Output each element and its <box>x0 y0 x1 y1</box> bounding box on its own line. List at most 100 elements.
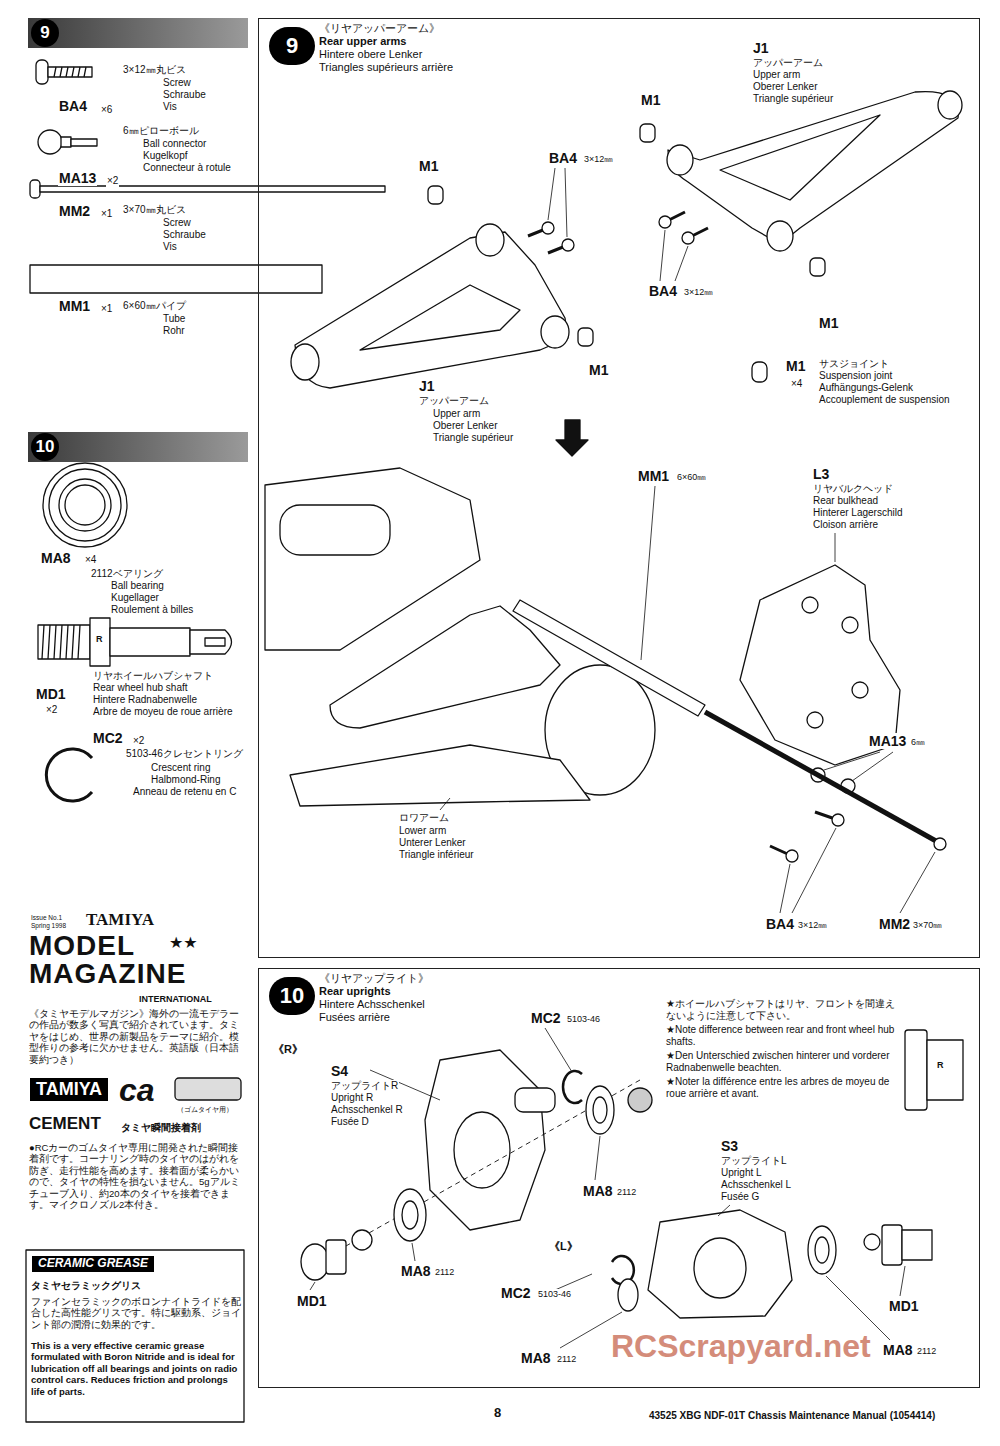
step-title: Hintere Achsschenkel <box>319 998 429 1011</box>
step-bar: 10 <box>28 432 248 462</box>
part-code: MC2 <box>92 730 124 746</box>
part-name: Crescent ring <box>150 762 211 774</box>
part-name: Screw <box>162 217 192 229</box>
part-name: Suspension joint <box>818 370 893 382</box>
part-name: 6㎜ピローボール <box>122 125 200 137</box>
part-name: Achsschenkel L <box>720 1179 792 1191</box>
step-number-text: 9 <box>269 27 315 65</box>
part-mark: R <box>95 634 104 644</box>
part-name: Screw <box>162 77 192 89</box>
part-name: Upper arm <box>432 408 481 420</box>
part-code: MA8 <box>582 1183 614 1199</box>
part-name: リヤバルクヘッド <box>812 483 894 495</box>
part-name: 3×12㎜丸ビス <box>122 64 187 76</box>
step-title: Rear uprights <box>319 985 429 998</box>
part-name: Oberer Lenker <box>752 81 818 93</box>
part-name: Rohr <box>162 325 186 337</box>
step-title: Fusées arrière <box>319 1011 429 1024</box>
ad-text: ●RCカーのゴムタイヤ専用に開発された瞬間接着剤です。コーナリング時のタイヤのは… <box>28 1142 245 1210</box>
part-name: Arbre de moyeu de roue arrière <box>92 706 234 718</box>
ad-logo: TAMIYA <box>30 1078 108 1101</box>
ad-text: タミヤ瞬間接着剤 <box>120 1122 202 1134</box>
part-code: MA13 <box>868 733 907 749</box>
part-name: Hinterer Lagerschild <box>812 507 904 519</box>
dimension: 6×60㎜ <box>676 472 707 482</box>
part-name: 2112ベアリング <box>90 568 164 580</box>
part-code: MD1 <box>888 1298 920 1314</box>
ad-text: 《タミヤモデルマガジン》海外の一流モデラーの作品が数多く写真で紹介されています。… <box>28 1008 245 1065</box>
part-code: MA8 <box>400 1263 432 1279</box>
ad-text: ファインセラミックのボロンナイトライドを配合した高性能グリスです。特に駆動系、ジ… <box>30 1296 242 1330</box>
part-code: MC2 <box>530 1010 562 1026</box>
part-name: Fusée D <box>330 1116 370 1128</box>
step-number: 10 <box>269 977 315 1015</box>
ad-text: Spring 1998 <box>30 922 67 929</box>
part-name: アッパーアーム <box>752 57 824 69</box>
quantity: ×1 <box>100 208 113 220</box>
part-code: M1 <box>818 315 839 331</box>
part-code: M1 <box>588 362 609 378</box>
part-name: 6×60㎜パイプ <box>122 300 187 312</box>
part-name: Halbmond-Ring <box>150 774 221 786</box>
part-name: リヤホイールハブシャフト <box>92 670 214 682</box>
note: ★ホイールハブシャフトはリヤ、フロントを間違えないように注意して下さい。 <box>665 998 897 1022</box>
part-code: MM2 <box>878 916 911 932</box>
step-heading: 《リヤアップライト》Rear uprightsHintere Achsschen… <box>317 972 431 1024</box>
step-title: Triangles supérieurs arrière <box>319 61 453 74</box>
part-name: Triangle supérieur <box>752 93 834 105</box>
part-name: Fusée G <box>720 1191 760 1203</box>
dimension: 6㎜ <box>910 737 926 747</box>
dimension: 3×12㎜ <box>583 154 614 164</box>
part-name: 5103-46クレセントリング <box>125 748 244 760</box>
part-code: BA4 <box>548 150 578 166</box>
part-name: Kugelkopf <box>142 150 188 162</box>
part-code: BA4 <box>648 283 678 299</box>
dimension: 2112 <box>616 1187 637 1197</box>
part-mark: R <box>936 1060 945 1070</box>
part-code: MD1 <box>296 1293 328 1309</box>
part-code: MM2 <box>58 203 91 219</box>
part-code: MA8 <box>520 1350 552 1366</box>
part-name: Triangle supérieur <box>432 432 514 444</box>
part-code: MD1 <box>35 686 67 702</box>
note: ★Note difference between rear and front … <box>665 1024 897 1048</box>
part-name: アップライトR <box>330 1080 399 1092</box>
part-name: Ball bearing <box>110 580 165 592</box>
step-title: Rear upper arms <box>319 35 453 48</box>
ad-text: タミヤセラミックグリス <box>30 1280 142 1292</box>
step-number: 9 <box>269 27 315 65</box>
part-name: サスジョイント <box>818 358 890 370</box>
quantity: ×1 <box>100 303 113 315</box>
dimension: 3×70㎜ <box>912 920 943 930</box>
quantity: ×2 <box>132 735 145 747</box>
part-name: Accouplement de suspension <box>818 394 951 406</box>
step-number-text: 10 <box>269 977 315 1015</box>
dimension: 5103-46 <box>537 1289 572 1299</box>
ad-logo: MAGAZINE <box>28 958 187 990</box>
part-code: MC2 <box>500 1285 532 1301</box>
dimension: 2112 <box>916 1346 937 1356</box>
ad-logo: CEMENT <box>28 1114 102 1134</box>
part-name: Connecteur à rotule <box>142 162 232 174</box>
ad-logo: ca <box>118 1072 156 1109</box>
ad-text: Issue No.1 <box>30 914 63 921</box>
part-code: MA13 <box>58 170 97 186</box>
page-number: 8 <box>493 1406 502 1421</box>
dimension: 3×12㎜ <box>797 920 828 930</box>
ad-logo: CERAMIC GREASE <box>32 1256 154 1272</box>
part-code: BA4 <box>765 916 795 932</box>
part-name: Roulement à billes <box>110 604 194 616</box>
step-title: Hintere obere Lenker <box>319 48 453 61</box>
part-name: Upper arm <box>752 69 801 81</box>
part-name: Achsschenkel R <box>330 1104 404 1116</box>
dimension: 2112 <box>434 1267 455 1277</box>
dimension: 2112 <box>556 1354 577 1364</box>
step-number: 10 <box>31 433 59 461</box>
part-name: ロワアーム <box>398 812 450 824</box>
part-code: J1 <box>752 40 770 56</box>
step-heading: 《リヤアッパーアーム》Rear upper armsHintere obere … <box>317 22 455 74</box>
watermark: RCScrapyard.net <box>610 1328 872 1365</box>
part-name: Vis <box>162 241 178 253</box>
part-name: アッパーアーム <box>418 395 490 407</box>
